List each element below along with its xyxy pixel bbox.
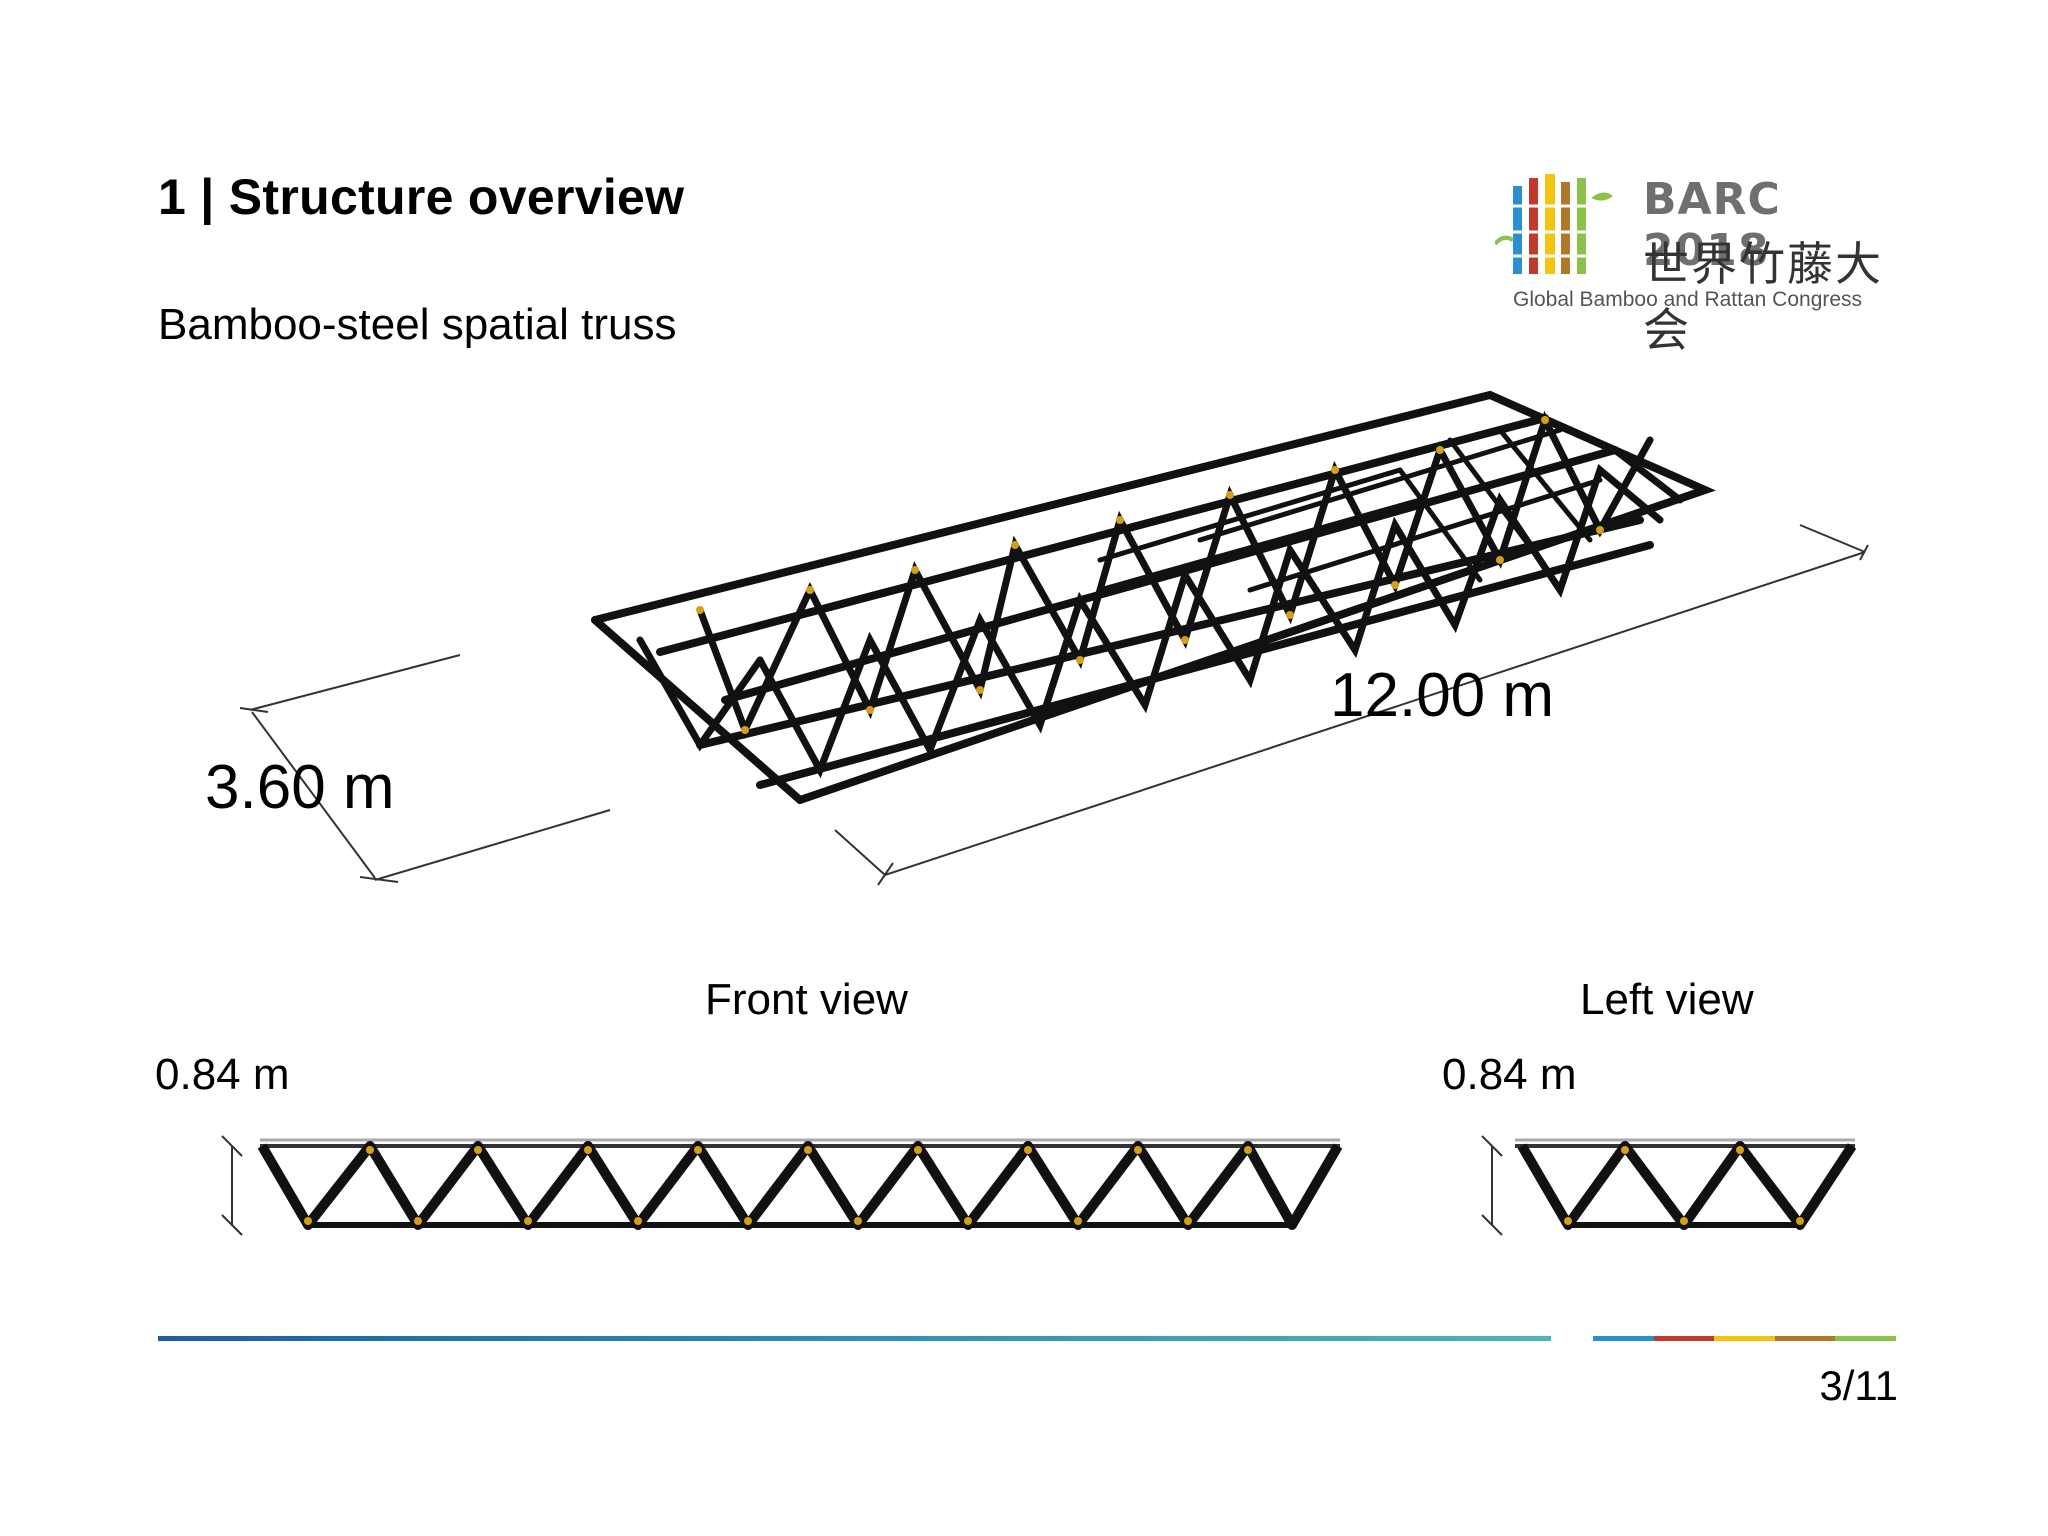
isometric-truss-drawing bbox=[591, 390, 1716, 804]
length-dimension-line bbox=[834, 524, 1869, 886]
barc-logo: BARC 2018 世界竹藤大会 Global Bamboo and Ratta… bbox=[1495, 170, 1915, 357]
footer-rule bbox=[158, 1336, 1551, 1341]
logo-title: BARC 2018 bbox=[1643, 174, 1781, 276]
joint-markers bbox=[696, 416, 1604, 734]
cross-bracing bbox=[1097, 427, 1603, 593]
slide-subtitle: Bamboo-steel spatial truss bbox=[158, 300, 677, 349]
page-number: 3/11 bbox=[1819, 1362, 1898, 1409]
width-dimension-line bbox=[239, 654, 611, 883]
bamboo-stalks-logo-icon bbox=[1495, 174, 1613, 274]
front-view-truss-drawing bbox=[221, 1135, 1343, 1236]
width-dimension-label: 3.60 m bbox=[205, 753, 395, 822]
left-view-title: Left view bbox=[1580, 975, 1754, 1024]
top-chord-outline bbox=[591, 390, 1716, 804]
front-view-height-label: 0.84 m bbox=[155, 1050, 290, 1099]
footer-color-rule bbox=[1593, 1336, 1896, 1341]
logo-tagline: Global Bamboo and Rattan Congress bbox=[1513, 288, 1863, 311]
logo-chinese-title: 世界竹藤大会 bbox=[1643, 237, 1883, 357]
left-view-height-dimension bbox=[1481, 1135, 1503, 1236]
left-view-truss-drawing bbox=[1481, 1135, 1857, 1236]
left-view-height-label: 0.84 m bbox=[1442, 1050, 1577, 1099]
front-view-title: Front view bbox=[705, 975, 908, 1024]
front-view-height-dimension bbox=[221, 1135, 243, 1236]
slide-title: 1 | Structure overview bbox=[158, 169, 685, 225]
length-dimension-label: 12.00 m bbox=[1330, 661, 1555, 730]
